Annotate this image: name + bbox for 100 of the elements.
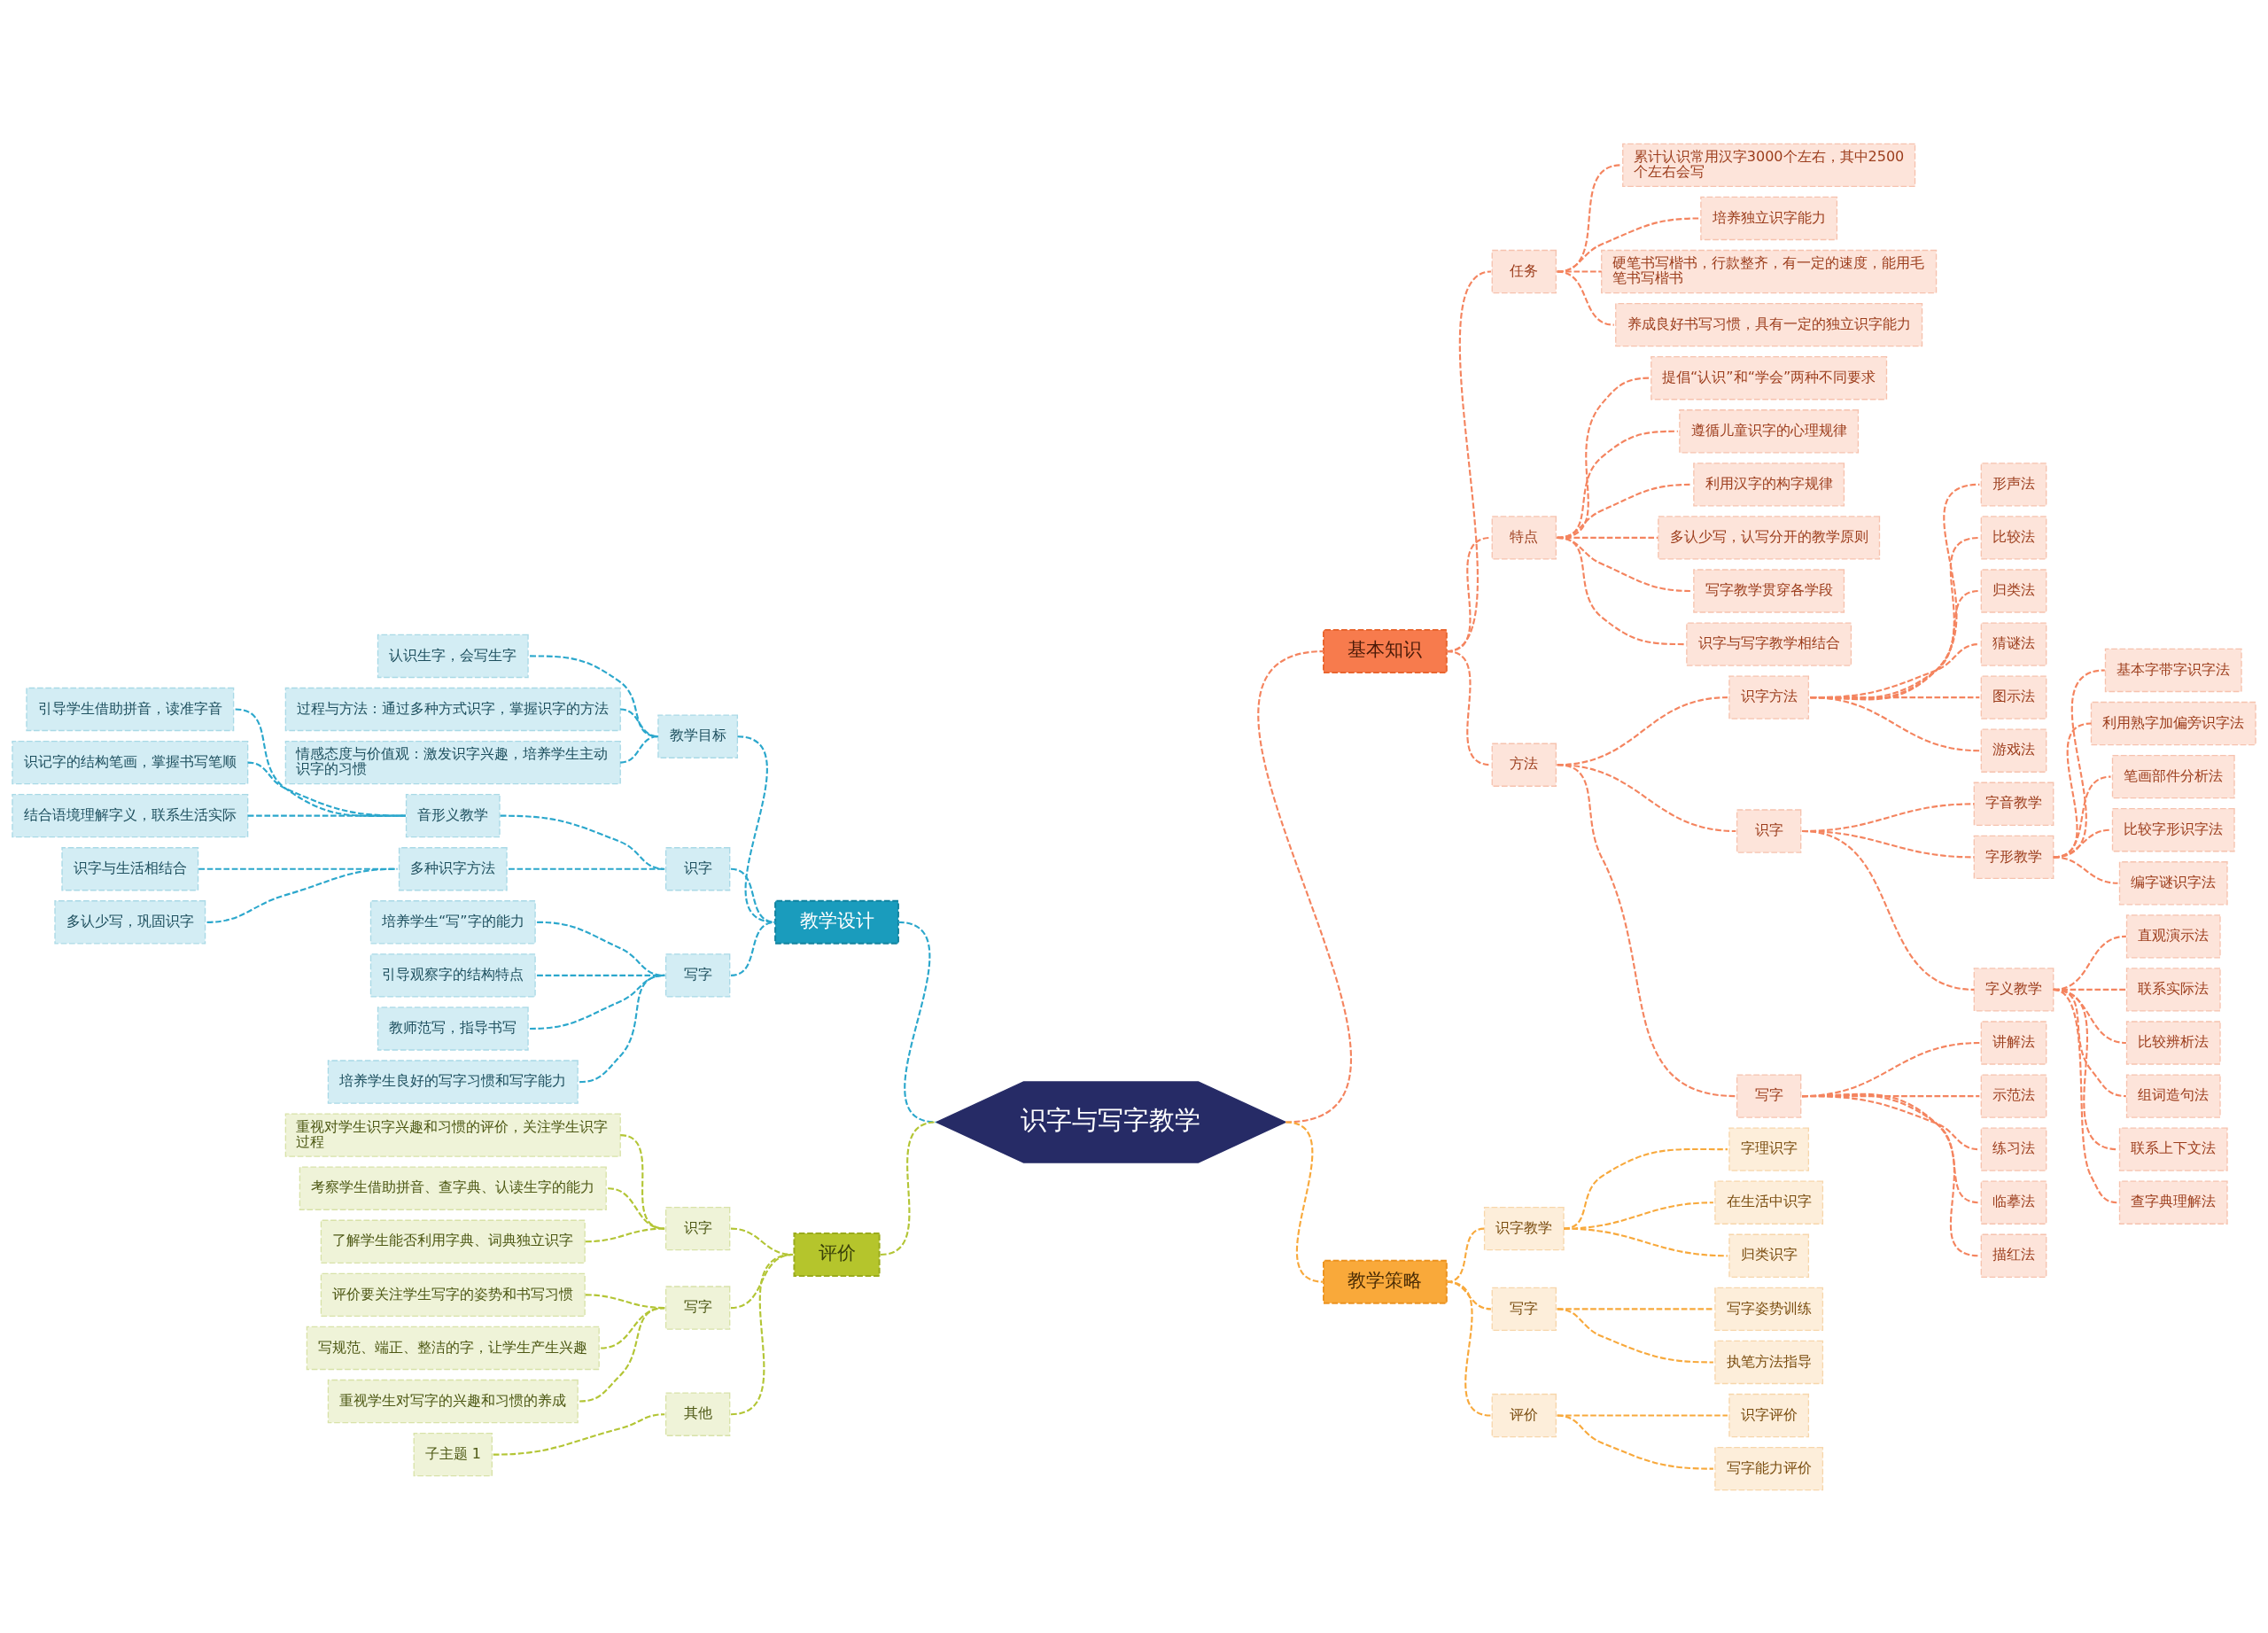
node-box: 写规范、端正、整洁的字，让学生产生兴趣 [306,1326,600,1370]
connector [620,735,659,764]
node-box: 引导观察字的结构特点 [369,953,536,998]
node-box: 考察学生借助拼音、查字典、认读生字的能力 [299,1166,607,1210]
node-box: 养成良好书写习惯，具有一定的独立识字能力 [1615,302,1923,346]
node-box: 写字 [664,1285,731,1330]
node-box: 描红法 [1980,1233,2047,1278]
node-box: 评价要关注学生写字的姿势和书写习惯 [320,1272,586,1317]
node-box: 重视对学生识字兴趣和习惯的评价，关注学生识字过程 [284,1112,621,1157]
node-box: 评价 [793,1232,881,1277]
connector [1557,1307,1713,1364]
connector [530,974,665,1030]
node-box: 临摹法 [1980,1180,2047,1225]
node-box: 识字评价 [1728,1393,1810,1437]
connector [2053,988,2118,1203]
node-box: 其他 [664,1392,731,1436]
node-box: 多认少写，巩固识字 [54,899,206,944]
connector [730,1253,794,1415]
node-box: 基本知识 [1323,628,1448,673]
node-box: 游戏法 [1980,728,2047,773]
connector [493,1412,665,1456]
connector [537,921,665,976]
connector [509,867,665,870]
node-box: 子主题 1 [413,1432,493,1476]
connector [1557,536,1685,645]
node-box: 提倡“认识”和“学会”两种不同要求 [1651,355,1888,400]
connector [1563,1147,1728,1230]
node-box: 音形义教学 [405,793,501,837]
node-box: 识字教学 [1483,1206,1565,1250]
node-box: 培养学生良好的写字习惯和写字能力 [327,1059,579,1104]
node-box: 编字谜识字法 [2118,860,2228,905]
connector [1801,829,1975,991]
connector [880,1120,936,1256]
connector [585,1227,665,1242]
connector [530,654,659,737]
connector [730,921,776,976]
node-box: 认识生字，会写生字 [377,634,529,678]
connector [235,707,406,817]
connector [1802,1093,1980,1256]
node-box: 笔画部件分析法 [2111,754,2235,798]
connector [1557,216,1701,273]
node-box: 归类法 [1980,568,2047,613]
connector [579,1306,665,1403]
connector [730,1253,794,1309]
connector [1257,649,1352,1123]
node-box: 了解学生能否利用字典、词典独立识字 [320,1219,586,1264]
node-box: 识字方法 [1728,674,1810,719]
connector [1563,1227,1728,1256]
node-box: 写字 [1736,1073,1802,1118]
node-box: 识字与生活相结合 [61,846,199,890]
node-box: 识字 [1736,808,1802,853]
connector [897,921,936,1123]
node-box: 培养独立识字能力 [1700,196,1838,240]
connector [1557,163,1621,273]
node-box: 累计认识常用汉字3000个左右，其中2500个左右会写 [1622,143,1916,187]
connector [1285,1120,1324,1283]
connector [608,1186,665,1230]
node-box: 字理识字 [1728,1126,1810,1171]
connector [537,974,665,976]
node-box: 比较字形识字法 [2111,807,2235,851]
node-box: 结合语境理解字义，联系生活实际 [12,793,249,837]
node-box: 直观演示法 [2125,914,2221,959]
node-box: 联系实际法 [2125,967,2221,1012]
node-box: 写字能力评价 [1714,1446,1824,1490]
connector [247,814,406,817]
node-box: 硬笔书写楷书，行款整齐，有一定的速度，能用毛笔书写楷书 [1601,249,1938,293]
connector [1446,1227,1485,1283]
node-box: 识记字的结构笔画，掌握书写笔顺 [12,740,249,784]
node-box: 联系上下文法 [2118,1126,2228,1171]
node-box: 重视学生对写字的兴趣和习惯的养成 [327,1379,579,1423]
node-box: 查字典理解法 [2118,1180,2228,1225]
connector [1557,1414,1713,1470]
connector [1557,269,1614,326]
connector [1557,763,1736,1097]
node-box: 归类识字 [1728,1233,1810,1278]
node-box: 方法 [1491,743,1557,787]
node-box: 写字 [1491,1287,1557,1331]
node-box: 识字 [664,1206,731,1250]
node-box: 写字教学贯穿各学段 [1693,568,1845,613]
node-box: 多认少写，认写分开的教学原则 [1658,515,1881,560]
node-box: 写字 [664,953,731,998]
node-box: 培养学生“写”字的能力 [369,899,536,944]
node-box: 教学目标 [657,714,739,758]
node-box: 练习法 [1980,1126,2047,1171]
connector [2053,855,2118,884]
node-box: 教学策略 [1323,1259,1448,1304]
node-box: 基本字带字识字法 [2104,648,2242,692]
node-box: 过程与方法：通过多种方式识字，掌握识字的方法 [284,687,621,731]
connector [198,867,398,870]
connector [206,867,398,923]
node-box: 任务 [1491,249,1557,293]
connector [1446,1280,1492,1417]
node-box: 图示法 [1980,674,2047,719]
node-box: 教学设计 [774,899,899,945]
node-box: 字义教学 [1973,967,2054,1012]
connector [579,974,665,1083]
node-box: 评价 [1491,1393,1557,1437]
node-box: 遵循儿童识字的心理规律 [1679,408,1860,453]
node-box: 识字与写字教学相结合 [1686,621,1852,666]
connector [1810,696,1980,751]
